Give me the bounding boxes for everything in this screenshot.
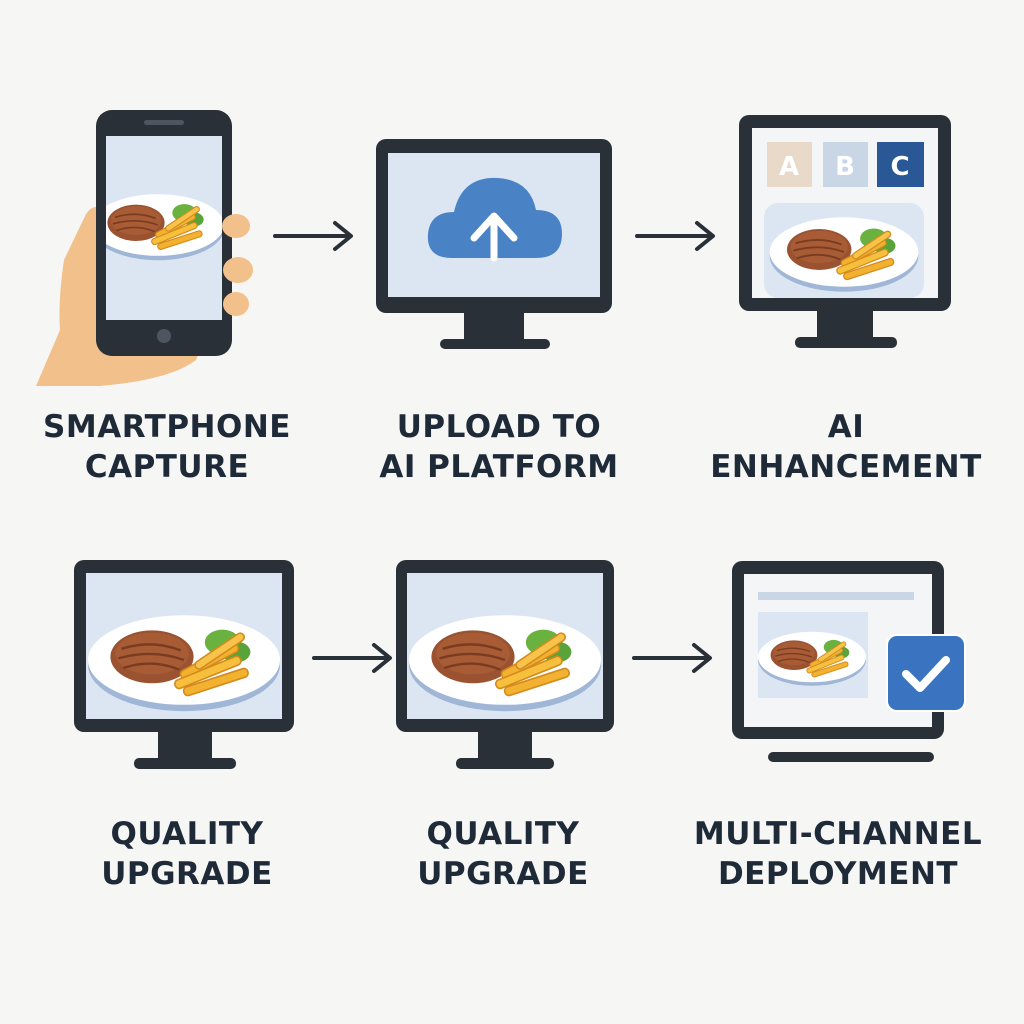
step-ai-enhancement: A B C bbox=[739, 115, 951, 348]
option-c-label: C bbox=[890, 152, 909, 182]
step-label-line1: MULTI-CHANNEL bbox=[693, 816, 983, 852]
fingers bbox=[222, 214, 253, 316]
step-label-multi-channel-deployment: MULTI-CHANNEL DEPLOYMENT bbox=[678, 814, 998, 894]
option-a-label: A bbox=[779, 152, 799, 182]
step-label-smartphone-capture: SMARTPHONE CAPTURE bbox=[7, 407, 327, 487]
cloud-upload-icon bbox=[427, 177, 562, 262]
step-label-line2: UPGRADE bbox=[101, 856, 273, 892]
step-label-quality-upgrade-1: QUALITY UPGRADE bbox=[27, 814, 347, 894]
step-quality-upgrade-2 bbox=[396, 560, 614, 769]
food-photo bbox=[758, 631, 867, 687]
food-photo bbox=[407, 614, 603, 713]
arrow-1 bbox=[273, 221, 353, 251]
checkmark-icon bbox=[886, 634, 966, 712]
step-label-line1: AI bbox=[827, 409, 865, 445]
step-multi-channel-deployment bbox=[732, 561, 966, 762]
step-label-line2: DEPLOYMENT bbox=[717, 856, 959, 892]
arrow-3 bbox=[312, 643, 392, 673]
option-b-label: B bbox=[835, 152, 855, 182]
arrow-2 bbox=[635, 221, 715, 251]
option-c-tile bbox=[877, 142, 924, 187]
step-upload bbox=[376, 139, 612, 349]
option-b-tile bbox=[823, 142, 868, 187]
food-photo bbox=[86, 614, 282, 713]
step-label-line2: ENHANCEMENT bbox=[710, 449, 982, 485]
food-photo bbox=[106, 193, 222, 262]
step-quality-upgrade-1 bbox=[74, 560, 294, 769]
step-label-ai-enhancement: AI ENHANCEMENT bbox=[686, 407, 1006, 487]
option-a-tile bbox=[767, 142, 812, 187]
step-label-line2: UPGRADE bbox=[417, 856, 589, 892]
step-label-upload: UPLOAD TO AI PLATFORM bbox=[339, 407, 659, 487]
step-label-line1: UPLOAD TO bbox=[396, 409, 602, 445]
step-label-line1: QUALITY bbox=[426, 816, 580, 852]
food-photo bbox=[768, 216, 920, 293]
step-label-line2: AI PLATFORM bbox=[379, 449, 619, 485]
step-label-line1: SMARTPHONE bbox=[43, 409, 291, 445]
step-smartphone-capture bbox=[36, 110, 253, 386]
step-label-line2: CAPTURE bbox=[84, 449, 250, 485]
arrow-4 bbox=[632, 643, 712, 673]
step-label-quality-upgrade-2: QUALITY UPGRADE bbox=[343, 814, 663, 894]
step-label-line1: QUALITY bbox=[110, 816, 264, 852]
header-bar bbox=[758, 592, 914, 600]
